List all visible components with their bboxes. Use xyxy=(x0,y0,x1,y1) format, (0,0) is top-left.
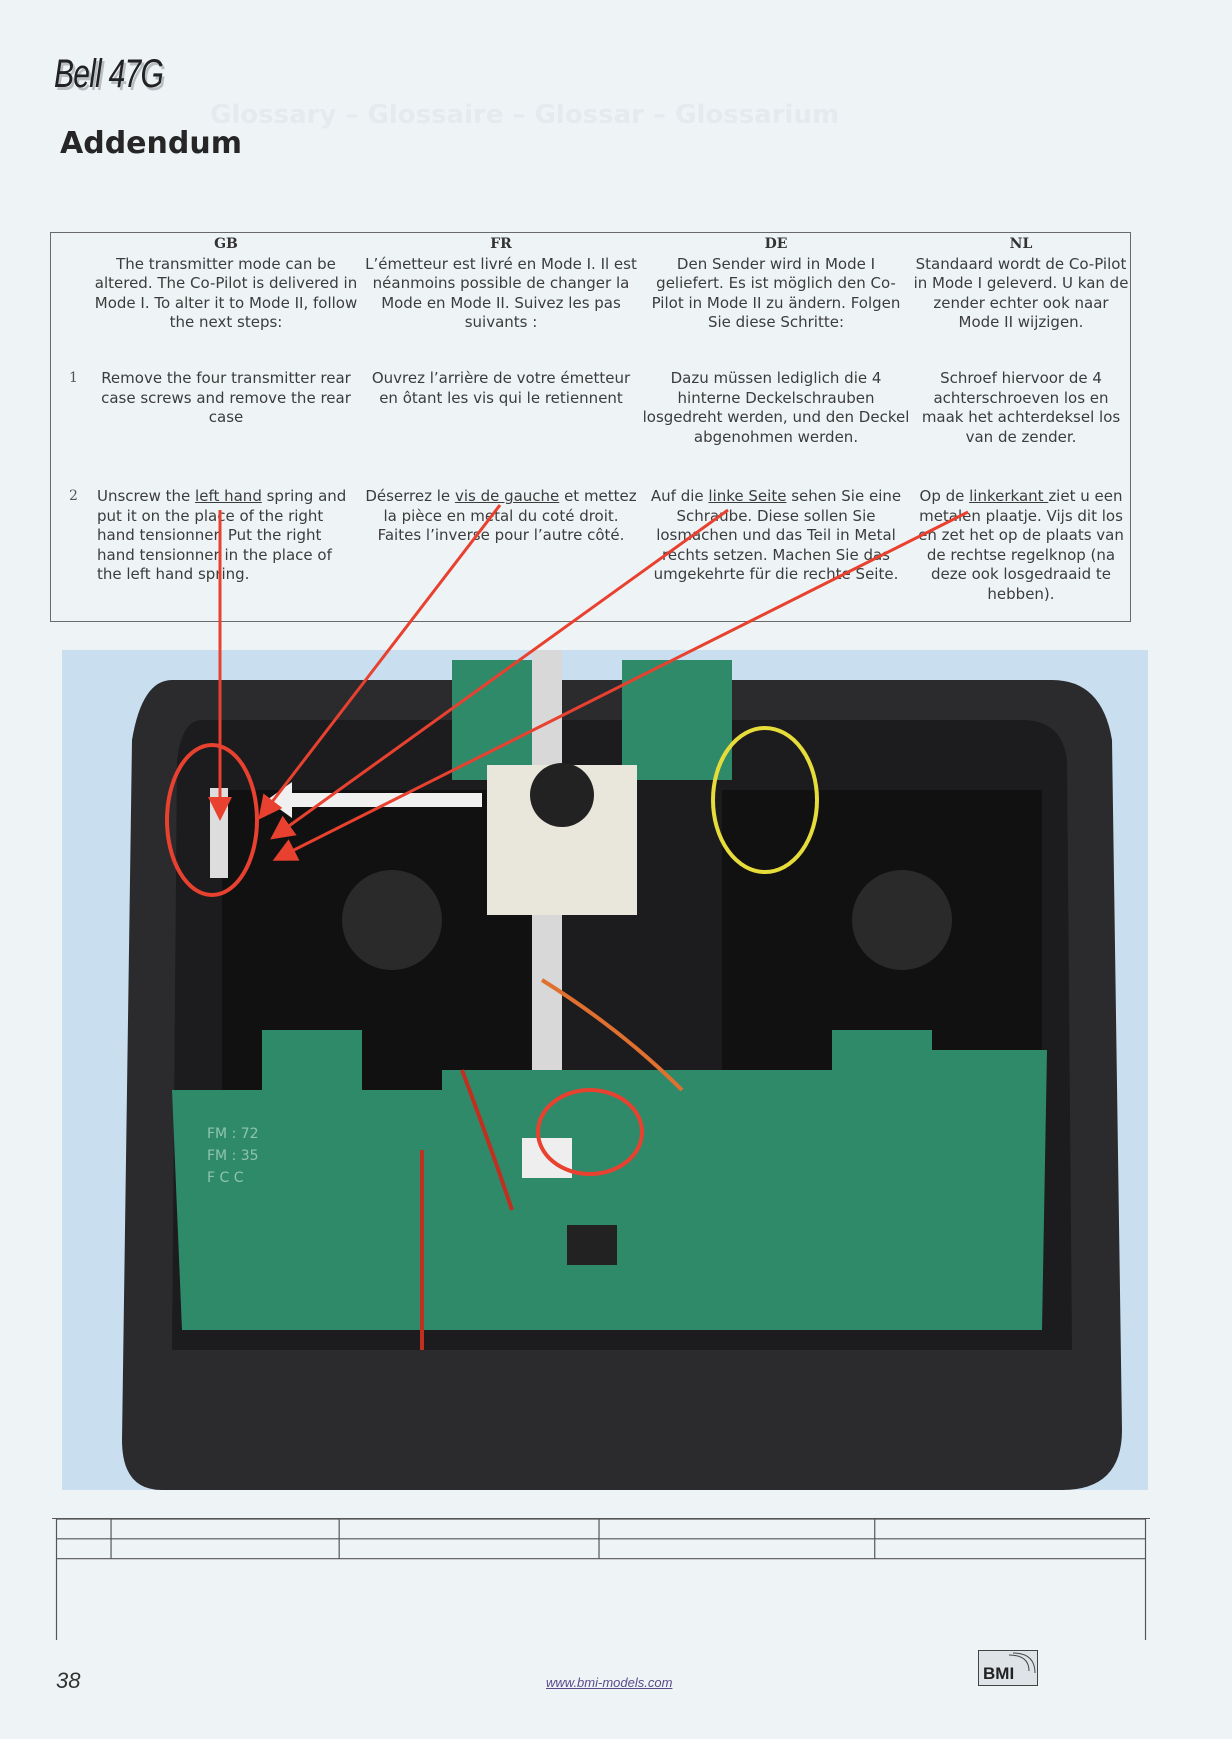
header-gb: GB xyxy=(214,236,238,252)
step1-de: Dazu müssen lediglich die 4 hinterne Dec… xyxy=(642,369,910,446)
white-arrow xyxy=(267,782,482,818)
svg-text:FM : 35: FM : 35 xyxy=(207,1148,259,1164)
step2-fr: Déserrez le vis de gauche et mettez la p… xyxy=(365,487,637,544)
intro-gb: The transmitter mode can be altered. The… xyxy=(94,254,358,332)
column-gb: GB The transmitter mode can be altered. T… xyxy=(91,235,361,333)
column-fr: FR L’émetteur est livré en Mode I. Il est… xyxy=(361,235,641,333)
transmitter-photo: FM : 72 FM : 35 F C C xyxy=(62,650,1148,1490)
intro-nl: Standaard wordt de Co-Pilot in Mode I ge… xyxy=(913,254,1129,332)
brand-logo: Bell 47G xyxy=(54,52,164,96)
step-number: 1 xyxy=(69,370,78,386)
arrow-fr xyxy=(258,504,502,820)
svg-text:BMI: BMI xyxy=(983,1664,1014,1683)
arrow-nl xyxy=(272,510,969,861)
show-through-text: Glossary – Glossaire – Glossar – Glossar… xyxy=(210,100,840,130)
step2-nl: Op de linkerkant ziet u een metalen plaa… xyxy=(918,487,1124,603)
arrow-de xyxy=(270,508,729,840)
svg-text:FM : 72: FM : 72 xyxy=(207,1126,259,1142)
step1-nl: Schroef hiervoor de 4 achterschroeven lo… xyxy=(921,369,1121,446)
instruction-table: GB The transmitter mode can be altered. T… xyxy=(50,232,1131,622)
column-de: DE Den Sender wird in Mode I geliefert. E… xyxy=(641,235,911,333)
header-de: DE xyxy=(764,236,788,252)
bmi-logo: BMI xyxy=(978,1650,1038,1686)
column-nl: NL Standaard wordt de Co-Pilot in Mode I … xyxy=(911,235,1131,333)
page-title: Addendum xyxy=(60,126,242,161)
yellow-circle xyxy=(711,726,819,874)
main-pcb xyxy=(172,1050,1047,1330)
header-fr: FR xyxy=(490,236,512,252)
step1-fr: Ouvrez l’arrière de votre émetteur en ôt… xyxy=(371,369,631,407)
website-link[interactable]: www.bmi-models.com xyxy=(546,1675,673,1690)
svg-text:F C C: F C C xyxy=(207,1170,244,1186)
page-number: 38 xyxy=(56,1668,81,1693)
intro-fr: L’émetteur est livré en Mode I. Il est n… xyxy=(365,254,637,332)
red-circle-connector xyxy=(536,1088,644,1176)
step-number: 2 xyxy=(69,488,78,504)
step2-gb: Unscrew the left hand spring and put it … xyxy=(97,487,347,583)
header-nl: NL xyxy=(1009,236,1033,252)
red-circle-spring xyxy=(165,743,259,897)
step1-gb: Remove the four transmitter rear case sc… xyxy=(101,369,351,426)
empty-bottom-table xyxy=(52,1518,1150,1640)
intro-de: Den Sender wird in Mode I geliefert. Es … xyxy=(651,254,901,332)
